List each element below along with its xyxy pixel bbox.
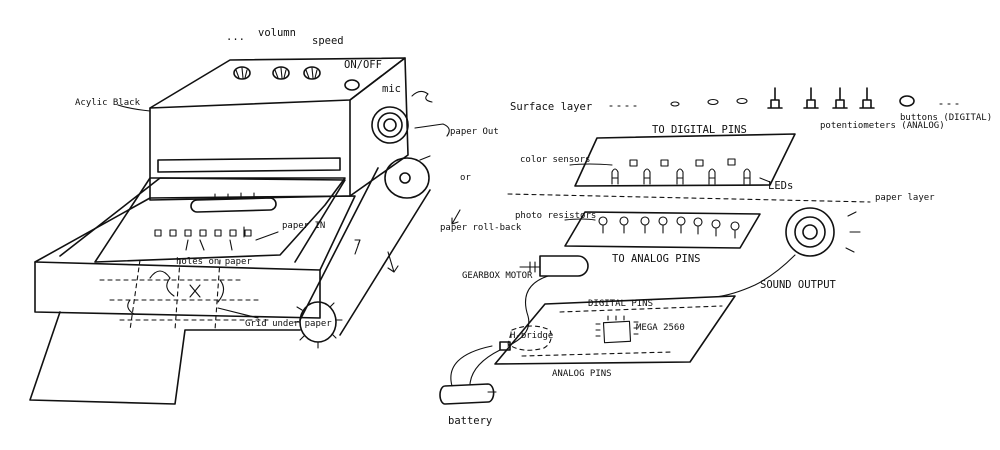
color-sensor-row — [629, 158, 736, 167]
knob-row — [233, 66, 360, 91]
label-paper-layer: paper layer — [875, 193, 935, 203]
label-paper-out: paper Out — [450, 127, 499, 137]
label-paper-rollback: paper roll-back — [440, 223, 522, 233]
paper-slot — [157, 157, 341, 173]
label-surface-layer: Surface layer — [510, 101, 592, 113]
h-bridge-outline — [507, 325, 552, 351]
label-battery: battery — [448, 415, 492, 427]
knob-volume — [272, 66, 290, 80]
label-speed: speed — [312, 35, 344, 47]
knob-dots — [233, 66, 251, 80]
machine-sketch — [29, 57, 461, 405]
box-side-face — [349, 57, 409, 197]
label-mic: mic — [382, 83, 401, 95]
label-acrylic: Acylic Black — [75, 98, 141, 108]
label-paper-in: paper IN — [282, 221, 325, 231]
label-volume: volumn — [258, 27, 296, 39]
side-belt — [299, 167, 431, 336]
label-or: or — [460, 173, 471, 183]
electronics-sketch — [439, 87, 959, 405]
arduino-board — [494, 295, 736, 365]
label-onoff: ON/OFF — [344, 59, 382, 71]
label-mega: MEGA 2560 — [636, 323, 685, 333]
label-grid-under-paper: Grid under paper — [245, 319, 332, 329]
label-digital-pins: DIGITAL PINS — [588, 299, 653, 309]
onoff-button — [344, 79, 360, 91]
sensor-row — [154, 229, 252, 237]
gearbox-motor — [539, 255, 589, 277]
photoresistor-row — [598, 216, 740, 239]
battery — [439, 383, 495, 405]
label-dots: ... — [226, 31, 245, 43]
label-h-bridge: H-bridge — [510, 331, 553, 341]
label-holes-on-paper: holes on paper — [176, 257, 252, 267]
paper-doodle — [127, 270, 225, 315]
label-buttons: buttons (DIGITAL) — [900, 113, 992, 123]
label-potentiometers: potentiometers (ANALOG) — [820, 121, 945, 131]
paper-roller — [190, 197, 277, 213]
digital-board — [574, 133, 796, 187]
analog-board — [564, 211, 761, 249]
mic-spiral — [371, 106, 409, 144]
label-color-sensors: color sensors — [520, 155, 590, 165]
label-gearbox-motor: GEARBOX MOTOR — [462, 271, 533, 281]
knob-speed — [303, 66, 321, 80]
layer-divider — [507, 193, 871, 203]
analog-header — [521, 351, 673, 357]
digital-header — [559, 305, 723, 313]
box-front-face — [149, 99, 351, 201]
paper-sheet — [94, 177, 346, 263]
led-row — [611, 168, 751, 185]
speaker-spiral — [785, 207, 835, 257]
button-shape — [899, 95, 915, 107]
mega-chip — [602, 320, 632, 344]
top-roller — [384, 157, 430, 199]
h-bridge-chip — [499, 341, 511, 351]
label-photo-resistors: photo resistors — [515, 211, 596, 221]
label-to-digital-pins: TO DIGITAL PINS — [652, 124, 747, 136]
paper-tail — [29, 311, 301, 405]
label-analog-pins: ANALOG PINS — [552, 369, 612, 379]
potentiometer-row — [767, 87, 875, 109]
label-sound-output: SOUND OUTPUT — [760, 279, 837, 291]
inner-tray — [59, 177, 346, 263]
label-leds: LEDs — [768, 180, 793, 192]
label-to-analog-pins: TO ANALOG PINS — [612, 253, 701, 265]
